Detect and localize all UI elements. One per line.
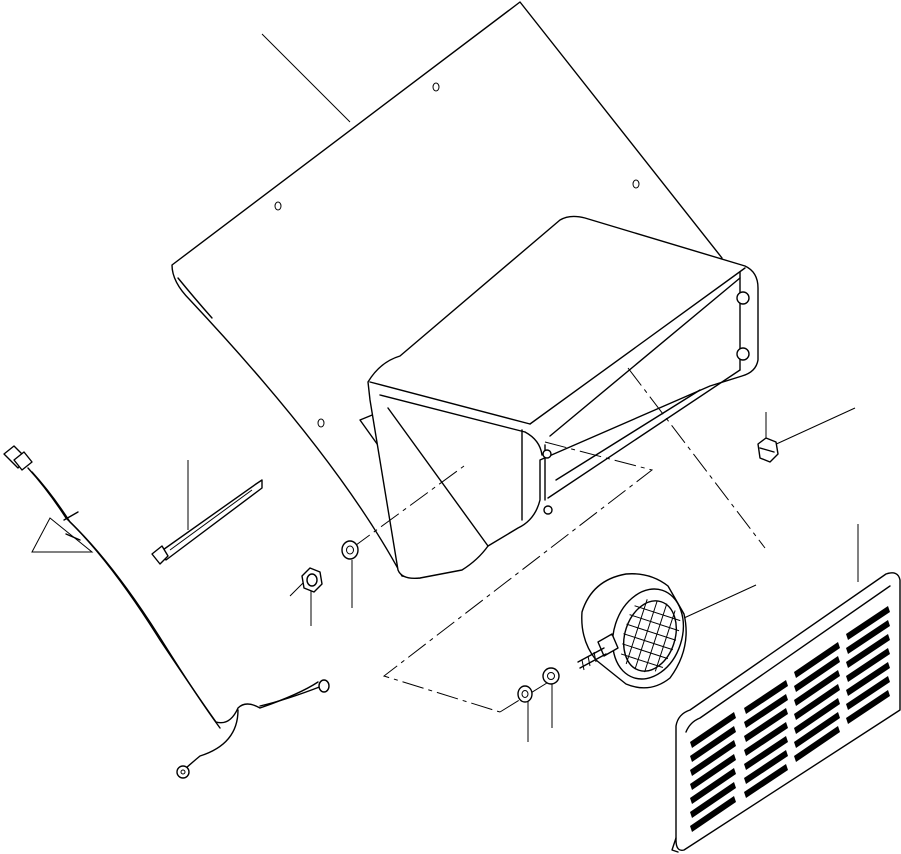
lamp-icon — [577, 573, 687, 689]
grille-slot-column — [846, 606, 890, 724]
grille-slot-column — [744, 680, 788, 798]
washer-icon — [341, 540, 359, 560]
grille-slot-column — [690, 712, 736, 832]
leader-lines — [31, 33, 859, 742]
grille-icon — [671, 572, 901, 853]
wire-harness-icon — [3, 445, 330, 779]
assembly-lines — [351, 367, 766, 713]
washer-icon — [517, 685, 533, 703]
light-housing — [367, 215, 759, 580]
washer-icon — [542, 667, 560, 685]
cable-tie-icon — [151, 479, 263, 565]
grille-slot-column — [794, 642, 840, 762]
nut-icon — [301, 567, 323, 593]
nut-icon — [757, 437, 779, 463]
